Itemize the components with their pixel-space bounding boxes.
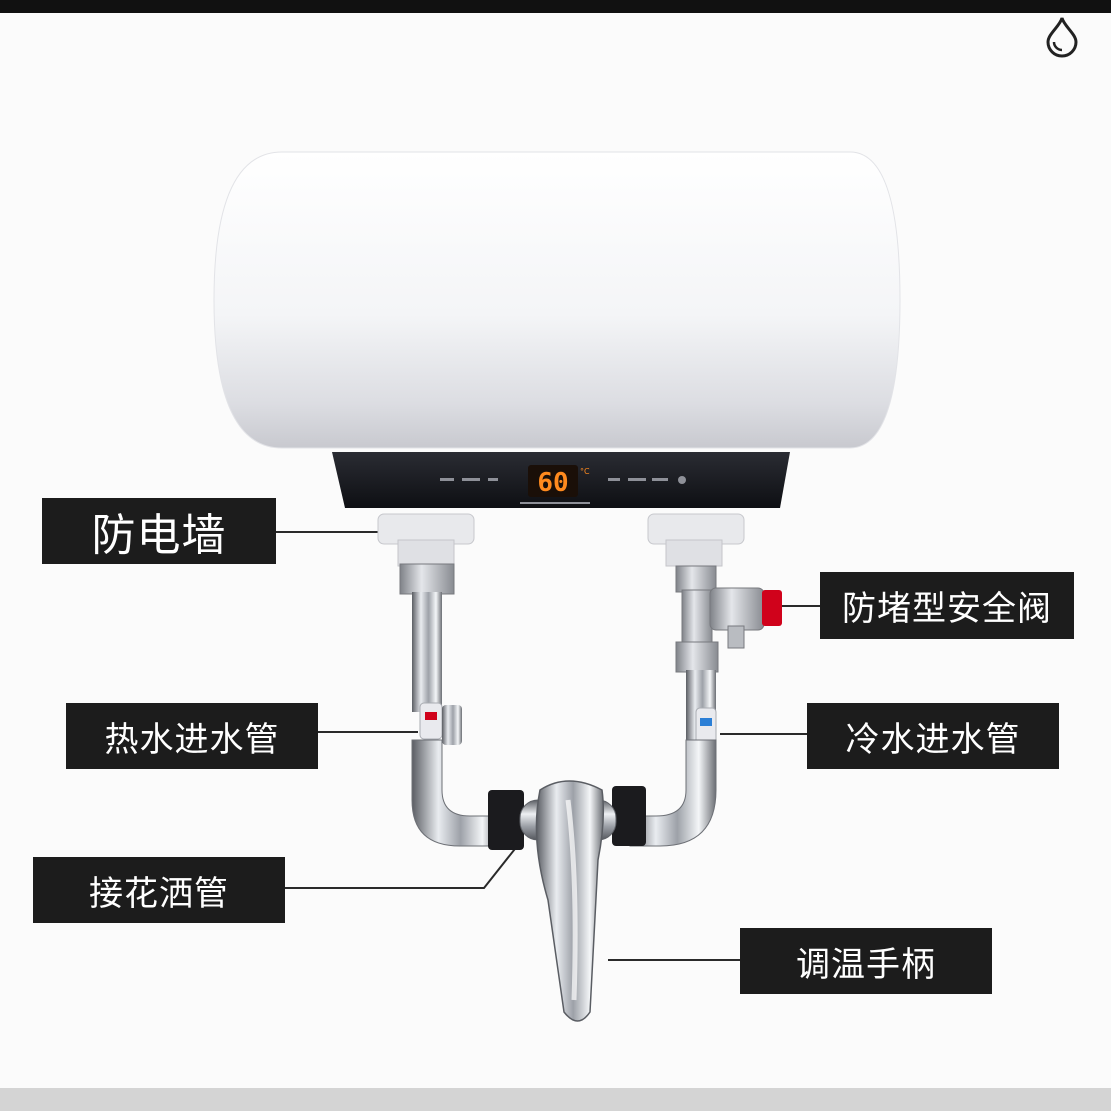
top-dark-bar xyxy=(0,0,1111,13)
label-cold-water-pipe: 冷水进水管 xyxy=(807,703,1059,769)
water-drop-icon xyxy=(1046,17,1078,58)
svg-text:°C: °C xyxy=(580,467,590,476)
label-shower-pipe: 接花洒管 xyxy=(33,857,285,923)
label-temperature-handle: 调温手柄 xyxy=(740,928,992,994)
label-anti-electric-wall: 防电墙 xyxy=(42,498,276,564)
label-safety-valve: 防堵型安全阀 xyxy=(820,572,1074,639)
bottom-gray-bar xyxy=(0,1088,1111,1111)
temperature-display: 60 xyxy=(537,468,568,498)
label-hot-water-pipe: 热水进水管 xyxy=(66,703,318,769)
